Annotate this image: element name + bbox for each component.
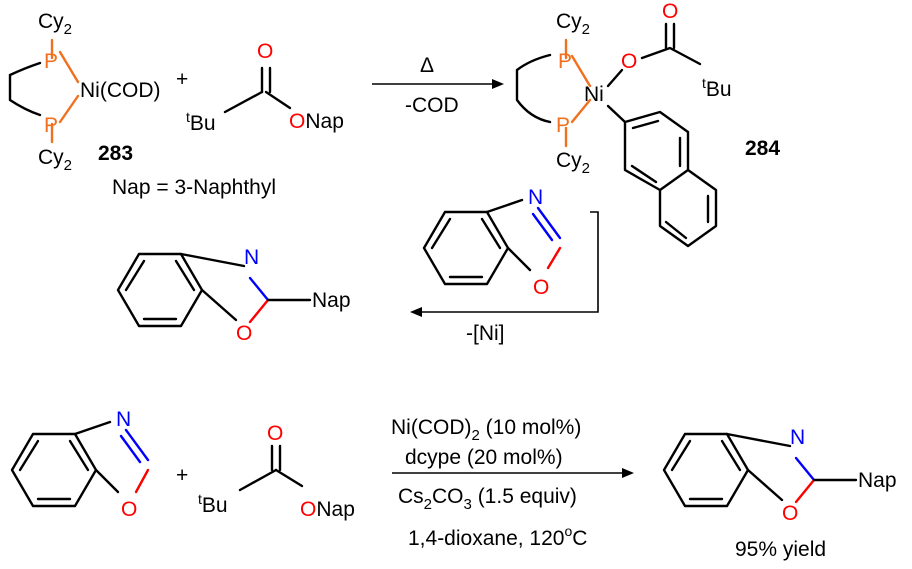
oxygen-atom: O (662, 0, 678, 23)
condition-catalyst: Ni(COD)2 (10 mol%) (391, 416, 581, 444)
onap-group: ONap (289, 110, 344, 133)
loss-of-nickel: -[Ni] (466, 322, 505, 345)
oxygen-atom: O (236, 322, 252, 345)
oxygen-atom: O (257, 40, 273, 63)
oxygen-atom: O (533, 276, 549, 299)
loss-of-cod: -COD (405, 94, 459, 117)
tbu-group: tBu (198, 491, 228, 517)
nickel-atom: Ni (584, 83, 604, 106)
oxygen-atom: O (267, 422, 283, 445)
oxygen-atom: O (121, 498, 137, 521)
ni-complex-283: P P Cy2 Cy2 Ni(COD) 283 (8, 10, 160, 174)
reaction-arrow-1: Δ -COD (372, 54, 504, 117)
plus-sign: + (176, 68, 188, 91)
onap-group: ONap (300, 498, 355, 521)
phosphorus-atom: P (556, 114, 570, 137)
compound-label-284: 284 (745, 137, 780, 160)
heat-symbol: Δ (420, 54, 434, 77)
nap-definition: Nap = 3-Naphthyl (112, 176, 276, 199)
nitrogen-atom: N (244, 246, 259, 269)
nitrogen-atom: N (790, 426, 805, 449)
benzoxazole-product-bottom: N O Nap 95% yield (662, 426, 897, 561)
naphthyl-pivalate-bottom: O ONap tBu (198, 422, 355, 521)
cy2-substituent: Cy2 (556, 10, 590, 38)
nap-group: Nap (312, 289, 351, 312)
nitrogen-atom: N (116, 408, 131, 431)
nitrogen-atom: N (528, 186, 543, 209)
oxygen-atom: O (782, 502, 798, 525)
condition-solvent-temperature: 1,4-dioxane, 120oC (408, 523, 587, 550)
condition-ligand: dcype (20 mol%) (405, 446, 563, 469)
phosphorus-atom: P (44, 114, 58, 137)
cy2-substituent: Cy2 (556, 149, 590, 177)
cy2-substituent: Cy2 (38, 146, 72, 174)
benzoxazole-reagent: N O (422, 186, 562, 299)
benzoxazole-product-middle: N O Nap (116, 246, 351, 345)
phosphorus-atom: P (558, 50, 572, 73)
ni-cod-label: Ni(COD) (80, 79, 160, 102)
tbu-group: tBu (702, 75, 732, 101)
naphthyl-pivalate: O ONap tBu (186, 40, 344, 135)
ni-complex-284: P P Cy2 Cy2 Ni O O tBu 284 (515, 0, 780, 248)
yield-label: 95% yield (735, 538, 826, 561)
cy2-substituent: Cy2 (38, 10, 72, 38)
nap-group: Nap (858, 469, 897, 492)
plus-sign: + (176, 464, 188, 487)
reaction-arrow-3: Ni(COD)2 (10 mol%) dcype (20 mol%) Cs2CO… (391, 416, 634, 550)
oxygen-atom: O (621, 50, 637, 73)
compound-label-283: 283 (98, 142, 133, 165)
tbu-group: tBu (186, 109, 216, 135)
phosphorus-atom: P (44, 50, 58, 73)
reaction-arrow-2: -[Ni] (410, 211, 599, 345)
condition-base: Cs2CO3 (1.5 equiv) (398, 485, 577, 513)
benzoxazole-reagent-bottom: N O (10, 408, 150, 521)
